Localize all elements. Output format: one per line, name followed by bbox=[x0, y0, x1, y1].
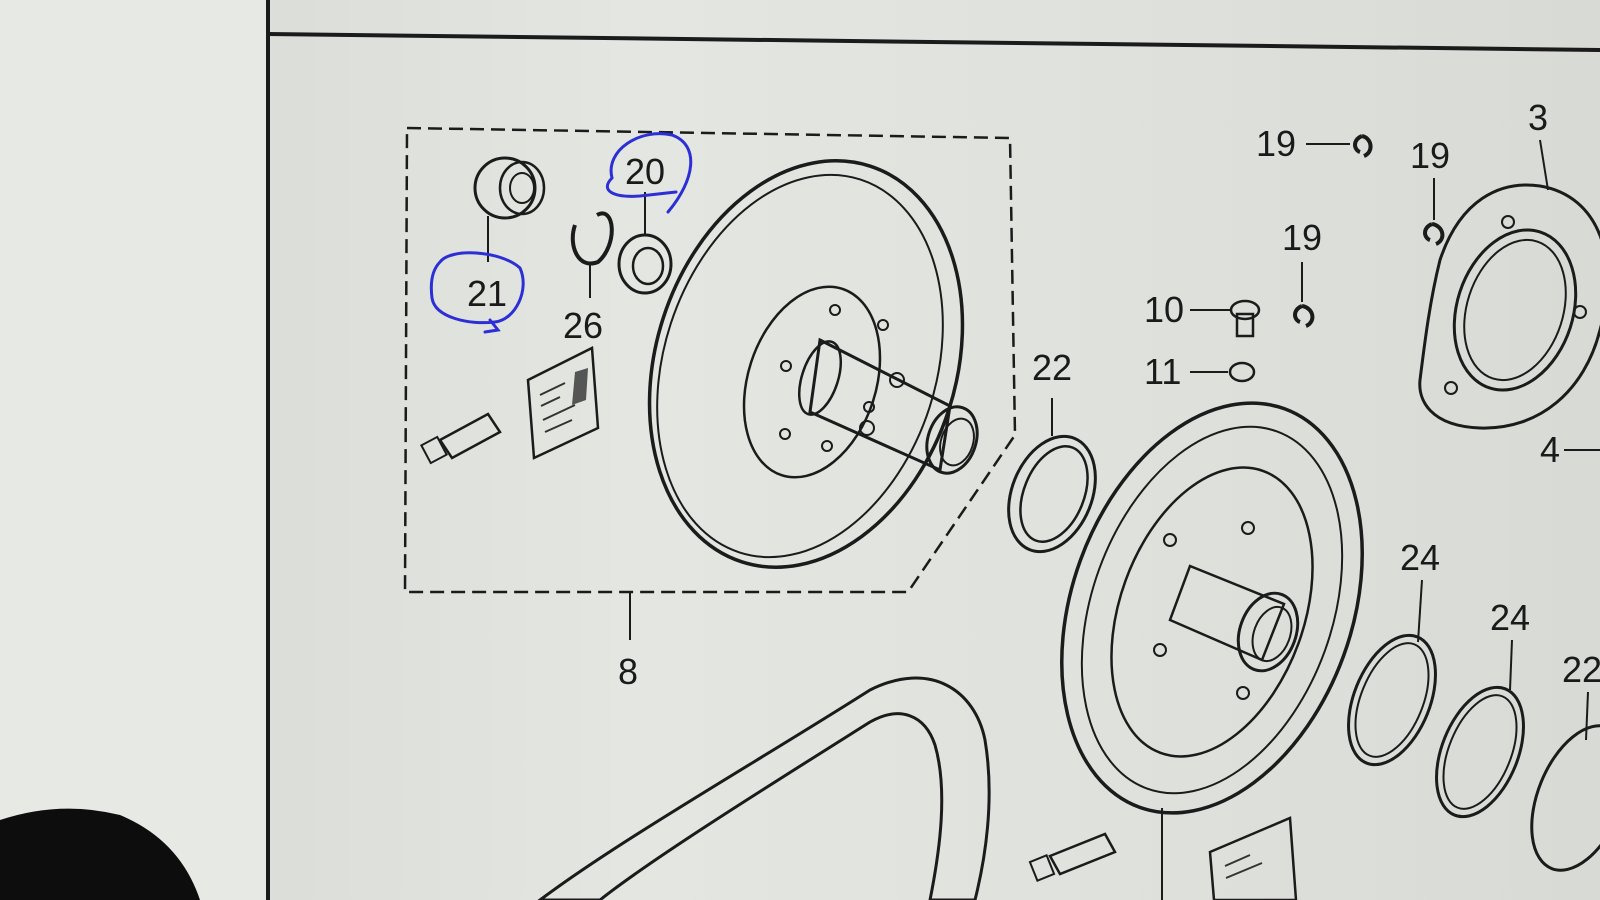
page-border-top bbox=[267, 32, 1600, 52]
ring-24-right bbox=[1435, 685, 1525, 819]
drive-sheave bbox=[1060, 401, 1364, 900]
clip-19-top bbox=[1353, 134, 1373, 158]
callout-24-left: 24 bbox=[1400, 537, 1440, 578]
callout-26: 26 bbox=[563, 305, 603, 346]
cover-plate-3 bbox=[1418, 183, 1600, 430]
grease-tube bbox=[420, 412, 502, 465]
callout-19-top: 19 bbox=[1256, 123, 1296, 164]
ring-24-left bbox=[1347, 633, 1437, 767]
oil-seal-20 bbox=[617, 192, 673, 295]
needle-bearing-21 bbox=[473, 156, 546, 262]
clip-19-mid bbox=[1293, 304, 1315, 328]
callout-11: 11 bbox=[1144, 351, 1181, 392]
washer-11 bbox=[1228, 361, 1256, 383]
callout-20: 20 bbox=[625, 151, 665, 192]
circle-annotation-21 bbox=[429, 251, 525, 334]
instruction-card-lower bbox=[1208, 816, 1298, 900]
callout-22-left: 22 bbox=[1032, 347, 1072, 388]
callout-22-right: 22 bbox=[1562, 649, 1600, 690]
circle-annotation-20 bbox=[605, 132, 693, 214]
grease-tube-lower bbox=[1028, 832, 1117, 882]
callout-3: 3 bbox=[1528, 97, 1548, 138]
callout-24-right: 24 bbox=[1490, 597, 1530, 638]
callout-19-right: 19 bbox=[1410, 135, 1450, 176]
instruction-card bbox=[526, 346, 600, 460]
callout-10: 10 bbox=[1144, 289, 1184, 330]
seal-ring-22-right bbox=[1530, 724, 1600, 872]
drive-belt bbox=[537, 676, 991, 900]
clip-19-right bbox=[1423, 222, 1445, 246]
callout-8: 8 bbox=[618, 651, 638, 692]
callout-4: 4 bbox=[1540, 429, 1560, 470]
callout-19-mid: 19 bbox=[1282, 217, 1322, 258]
dark-object-corner bbox=[0, 808, 200, 900]
callout-21: 21 bbox=[467, 273, 507, 314]
bolt-10 bbox=[1229, 299, 1261, 338]
assembly-box-8 bbox=[403, 126, 1017, 594]
driven-sheave-8 bbox=[647, 159, 979, 569]
circlip-26 bbox=[570, 211, 614, 266]
page-margin bbox=[0, 0, 268, 900]
seal-ring-22 bbox=[1007, 398, 1097, 554]
